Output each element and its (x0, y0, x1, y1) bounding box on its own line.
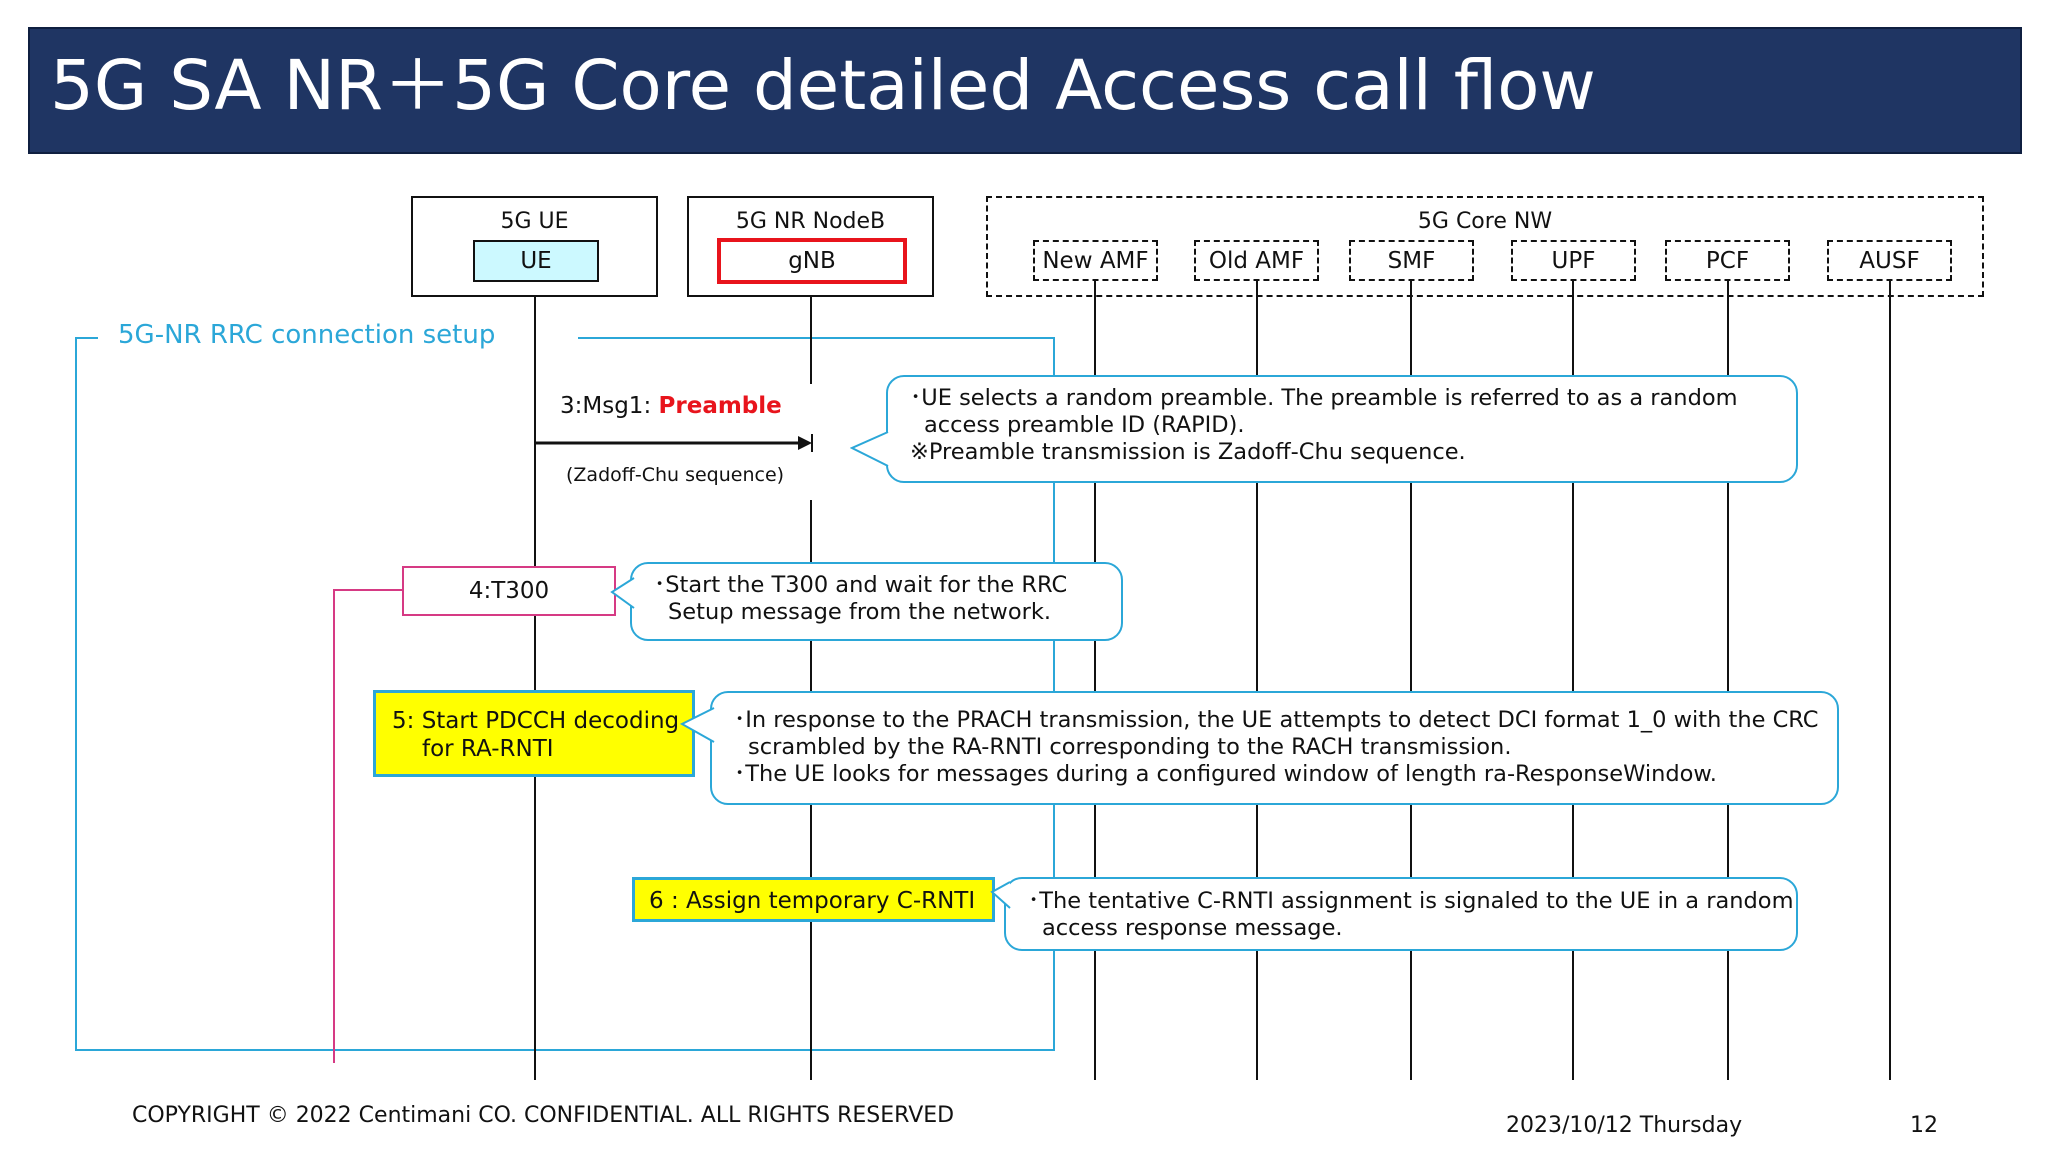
msg1-label: 3:Msg1: Preamble (560, 393, 782, 419)
step4-note-line: Setup message from the network. (668, 599, 1052, 625)
msg1-prefix: 3:Msg1: (560, 393, 659, 419)
step5-note-pointer (680, 707, 715, 743)
section-label: 5G-NR RRC connection setup (114, 320, 500, 350)
page-title: 5G SA NR＋5G Core detailed Access call fl… (50, 46, 1596, 126)
step4-note-line: ･Start the T300 and wait for the RRC (654, 572, 1068, 598)
step5-note-line: ･The UE looks for messages during a conf… (734, 761, 1717, 787)
step6-note-pointer (990, 881, 1011, 909)
core-old-amf: Old AMF (1194, 240, 1319, 281)
step6-note-line: ･The tentative C-RNTI assignment is sign… (1028, 888, 1794, 914)
title-banner: 5G SA NR＋5G Core detailed Access call fl… (28, 27, 2022, 154)
ue-node: 5G UE UE (411, 196, 658, 297)
t300-box: 4:T300 (402, 566, 616, 616)
step3-note-line: ※Preamble transmission is Zadoff-Chu seq… (910, 439, 1466, 465)
t300-bracket (333, 589, 402, 1063)
core-network-caption: 5G Core NW (1417, 209, 1553, 234)
step5-label-line: for RA-RNTI (422, 736, 554, 762)
footer-date: 2023/10/12 Thursday (1506, 1113, 1743, 1138)
step5-box: 5: Start PDCCH decoding for RA-RNTI (373, 690, 695, 777)
ue-label: UE (473, 240, 599, 282)
step5-note-line: scrambled by the RA-RNTI corresponding t… (748, 734, 1512, 760)
core-new-amf: New AMF (1033, 240, 1158, 281)
step4-note-pointer (610, 577, 635, 609)
core-network-group: 5G Core NW (986, 196, 1984, 297)
core-smf: SMF (1349, 240, 1474, 281)
msg1-preamble: Preamble (658, 393, 782, 419)
step3-note-line: access preamble ID (RAPID). (924, 412, 1245, 438)
step4-note: ･Start the T300 and wait for the RRC Set… (630, 562, 1123, 641)
page-number: 12 (1910, 1113, 1938, 1138)
step3-note: ･UE selects a random preamble. The pream… (886, 375, 1798, 483)
section-frame (75, 337, 1055, 1051)
step5-note-line: ･In response to the PRACH transmission, … (734, 707, 1819, 733)
gnb-node-caption: 5G NR NodeB (735, 209, 886, 234)
msg1-sublabel: (Zadoff-Chu sequence) (566, 464, 785, 486)
step6-note: ･The tentative C-RNTI assignment is sign… (1004, 877, 1798, 951)
core-upf: UPF (1511, 240, 1636, 281)
step3-note-line: ･UE selects a random preamble. The pream… (910, 385, 1738, 411)
step6-box: 6 : Assign temporary C-RNTI (632, 877, 995, 922)
core-pcf: PCF (1665, 240, 1790, 281)
gnb-node: 5G NR NodeB gNB (687, 196, 934, 297)
step5-label-line: 5: Start PDCCH decoding (392, 708, 680, 734)
step5-note: ･In response to the PRACH transmission, … (710, 691, 1839, 805)
step3-note-pointer (850, 431, 889, 467)
step6-note-line: access response message. (1042, 915, 1343, 941)
copyright-notice: COPYRIGHT © 2022 Centimani CO. CONFIDENT… (132, 1103, 955, 1128)
ue-node-caption: 5G UE (500, 209, 569, 234)
msg1-arrowhead (798, 436, 812, 450)
core-ausf: AUSF (1827, 240, 1952, 281)
gnb-label: gNB (717, 238, 907, 284)
